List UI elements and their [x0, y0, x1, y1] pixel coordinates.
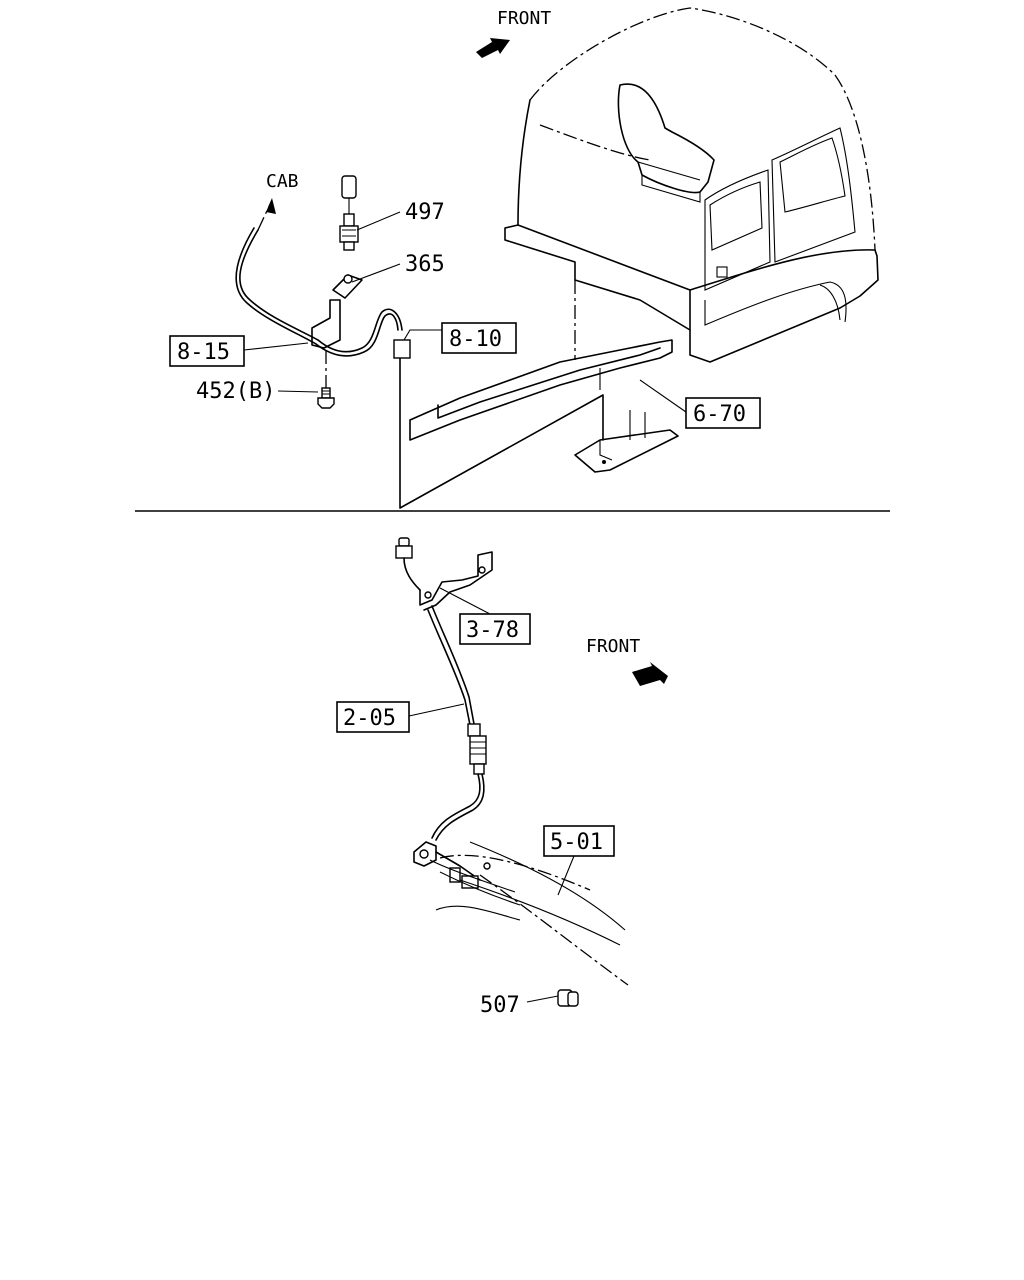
ref-box-5-01[interactable]: 5-01: [543, 825, 615, 857]
leader-365: [351, 263, 401, 283]
ref-box-6-70[interactable]: 6-70: [685, 397, 761, 429]
bottom-view: FRONT: [336, 537, 668, 1018]
ref-box-8-10[interactable]: 8-10: [441, 322, 517, 354]
cab-label: CAB: [266, 171, 299, 192]
ref-6-70-label: 6-70: [693, 402, 746, 427]
leader-507: [526, 995, 559, 1003]
callout-365: 365: [405, 252, 445, 277]
sensor-497: [339, 175, 359, 251]
ref-box-8-15[interactable]: 8-15: [169, 335, 245, 367]
cab-body: [504, 7, 879, 363]
ref-8-15-label: 8-15: [177, 340, 230, 365]
callout-452b: 452(B): [196, 379, 275, 404]
hose-2-05: [403, 557, 487, 841]
bracket-365: [311, 299, 341, 349]
frame-rail: [409, 339, 679, 473]
leader-452b: [277, 390, 319, 393]
axle-housing: [435, 841, 629, 986]
top-view: FRONT: [169, 7, 879, 509]
top-fitting: [395, 537, 413, 559]
ref-box-2-05[interactable]: 2-05: [336, 701, 410, 733]
ref-box-3-78[interactable]: 3-78: [459, 613, 531, 645]
front-arrow-bottom-icon: [632, 662, 668, 686]
leader-497: [356, 211, 401, 231]
bolt-452b: [317, 387, 335, 409]
front-arrow-top-icon: [476, 38, 510, 58]
ref-8-10-label: 8-10: [449, 327, 502, 352]
front-label-bottom: FRONT: [586, 636, 640, 657]
ref-2-05-label: 2-05: [343, 706, 396, 731]
harness-connector: [393, 339, 411, 359]
harness-cable: [235, 198, 403, 357]
ref-3-78-label: 3-78: [466, 618, 519, 643]
plug-507: [557, 989, 579, 1007]
callout-497: 497: [405, 200, 445, 225]
ref-5-01-label: 5-01: [550, 830, 603, 855]
cab-arrow-icon: [266, 198, 276, 214]
callout-507: 507: [480, 993, 520, 1018]
bracket-3-78: [419, 551, 493, 611]
leader-line: [399, 357, 604, 509]
front-label-top: FRONT: [497, 8, 551, 29]
